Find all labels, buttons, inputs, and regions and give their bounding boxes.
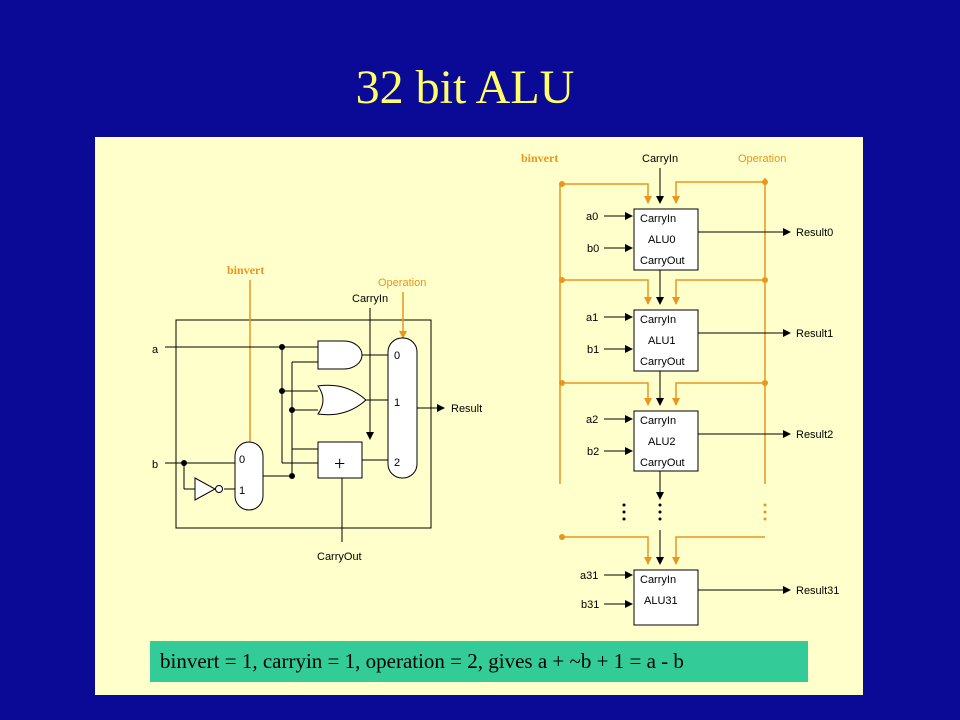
alu1-a: a1 xyxy=(586,312,598,324)
input-b-label: b xyxy=(152,459,158,471)
alu2-result: Result2 xyxy=(796,429,833,441)
alu1-carryin: CarryIn xyxy=(640,314,676,326)
carryout-label: CarryOut xyxy=(317,551,362,563)
or-gate xyxy=(317,384,367,416)
diagram-panel: binvert Operation CarryIn a b xyxy=(95,137,863,695)
alu1-name: ALU1 xyxy=(648,335,676,347)
alu-unit-0: CarryIn ALU0 CarryOut a0 b0 Result0 xyxy=(586,208,833,305)
left-operation-label: Operation xyxy=(378,277,426,289)
control-lines xyxy=(559,178,766,565)
alu2-a: a2 xyxy=(586,414,598,426)
alu31-result: Result31 xyxy=(796,585,839,597)
alu2-name: ALU2 xyxy=(648,436,676,448)
result-mux-input-0: 0 xyxy=(394,350,400,362)
junctions xyxy=(181,344,295,479)
ripple-operation-label: Operation xyxy=(738,153,786,165)
alu1-b: b1 xyxy=(587,344,599,356)
and-gate xyxy=(317,340,363,370)
alu0-carryin: CarryIn xyxy=(640,213,676,225)
alu-diagram: binvert Operation CarryIn a b xyxy=(152,151,839,626)
left-carryin-label: CarryIn xyxy=(352,293,388,305)
result-mux-input-1: 1 xyxy=(394,397,400,409)
continuation-dots xyxy=(622,503,767,521)
caption-box: binvert = 1, carryin = 1, operation = 2,… xyxy=(150,641,808,682)
ripple-alu: binvert CarryIn Operation xyxy=(521,151,839,626)
one-bit-alu-box xyxy=(175,319,432,529)
alu-unit-1: CarryIn ALU1 CarryOut a1 b1 Result1 xyxy=(586,309,833,406)
result-label: Result xyxy=(451,403,482,415)
slide-title: 32 bit ALU xyxy=(355,61,575,114)
alu1-result: Result1 xyxy=(796,328,833,340)
alu-unit-31: CarryIn ALU31 a31 b31 Result31 xyxy=(580,530,839,626)
alu0-result: Result0 xyxy=(796,227,833,239)
alu-unit-2: CarryIn ALU2 CarryOut a2 b2 Result2 xyxy=(586,410,833,472)
alu31-carryin: CarryIn xyxy=(640,574,676,586)
alu0-name: ALU0 xyxy=(648,234,676,246)
alu2-carryin: CarryIn xyxy=(640,415,676,427)
alu0-carryout: CarryOut xyxy=(640,255,685,267)
result-mux-input-2: 2 xyxy=(394,457,400,469)
ripple-binvert-label: binvert xyxy=(521,151,558,165)
b-mux-input-0: 0 xyxy=(239,454,245,466)
inverter-gate xyxy=(194,477,223,501)
alu31-a: a31 xyxy=(580,570,598,582)
alu31-name: ALU31 xyxy=(644,595,678,607)
b-mux: 0 1 xyxy=(234,441,264,511)
result-mux: 0 1 2 xyxy=(387,337,418,479)
alu31-b: b31 xyxy=(581,599,599,611)
alu0-b: b0 xyxy=(587,243,599,255)
left-binvert-label: binvert xyxy=(227,263,264,277)
adder-symbol: + xyxy=(334,453,345,475)
alu0-a: a0 xyxy=(586,211,598,223)
adder: + xyxy=(317,441,363,479)
b-mux-input-1: 1 xyxy=(239,485,245,497)
one-bit-alu: binvert Operation CarryIn a b xyxy=(152,263,482,563)
wires xyxy=(165,346,388,542)
input-a-label: a xyxy=(152,344,159,356)
ripple-carryin-label: CarryIn xyxy=(642,153,678,165)
alu2-b: b2 xyxy=(587,446,599,458)
alu2-carryout: CarryOut xyxy=(640,457,685,469)
control-junctions xyxy=(559,179,768,540)
alu1-carryout: CarryOut xyxy=(640,356,685,368)
